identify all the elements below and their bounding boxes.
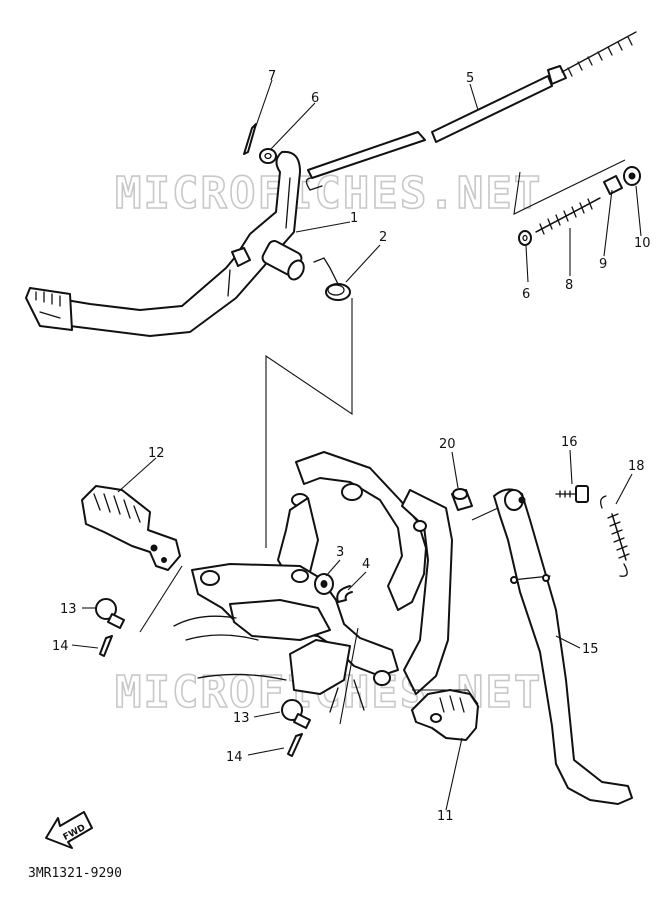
footrest-left [81, 485, 181, 571]
callout-13-left: 13 [60, 602, 77, 617]
callout-2: 2 [379, 230, 387, 245]
leader-lines [71, 79, 642, 811]
callout-7: 7 [268, 69, 276, 84]
adjuster-parts [518, 166, 641, 246]
callout-15: 15 [582, 642, 599, 657]
callout-6-top: 6 [311, 91, 319, 106]
callout-5: 5 [466, 71, 474, 86]
callout-14-left: 14 [52, 639, 69, 654]
reference-line-center [265, 298, 353, 548]
fwd-arrow-icon: FWD [45, 811, 93, 849]
callout-6-right: 6 [522, 287, 530, 302]
callout-13-bottom: 13 [233, 711, 250, 726]
callout-1: 1 [350, 211, 358, 226]
reference-box-right [513, 159, 626, 215]
callout-4: 4 [362, 557, 370, 572]
washer-top-left [259, 148, 277, 164]
diagram-code: 3MR1321-9290 [28, 866, 122, 881]
reference-line-right [412, 689, 479, 705]
pedal-return-spring [313, 257, 351, 301]
sidestand [493, 488, 633, 805]
washer-mid [314, 573, 334, 595]
footrest-pin-left [95, 598, 125, 629]
footrest-right [411, 689, 479, 741]
callout-18: 18 [628, 459, 645, 474]
callout-20: 20 [439, 437, 456, 452]
bolt [555, 485, 589, 503]
callout-11: 11 [437, 809, 454, 824]
cotter-pin-left [99, 635, 113, 657]
brake-pedal [25, 150, 305, 337]
callout-16: 16 [561, 435, 578, 450]
cotter-pin-top [243, 123, 257, 155]
brake-rod [305, 31, 637, 191]
cotter-pin-right [287, 733, 303, 757]
sidestand-spring [600, 495, 630, 577]
collar [451, 488, 473, 511]
callout-3: 3 [336, 545, 344, 560]
callout-14-bottom: 14 [226, 750, 243, 765]
reference-line-left [139, 565, 183, 633]
frame [173, 451, 453, 713]
callout-10: 10 [634, 236, 651, 251]
reference-line-mid [339, 507, 499, 725]
callout-8: 8 [565, 278, 573, 293]
footrest-pin-right [281, 699, 311, 729]
watermark-top: MICROFICHES.NET [115, 168, 542, 219]
callout-9: 9 [599, 257, 607, 272]
callout-12: 12 [148, 446, 165, 461]
